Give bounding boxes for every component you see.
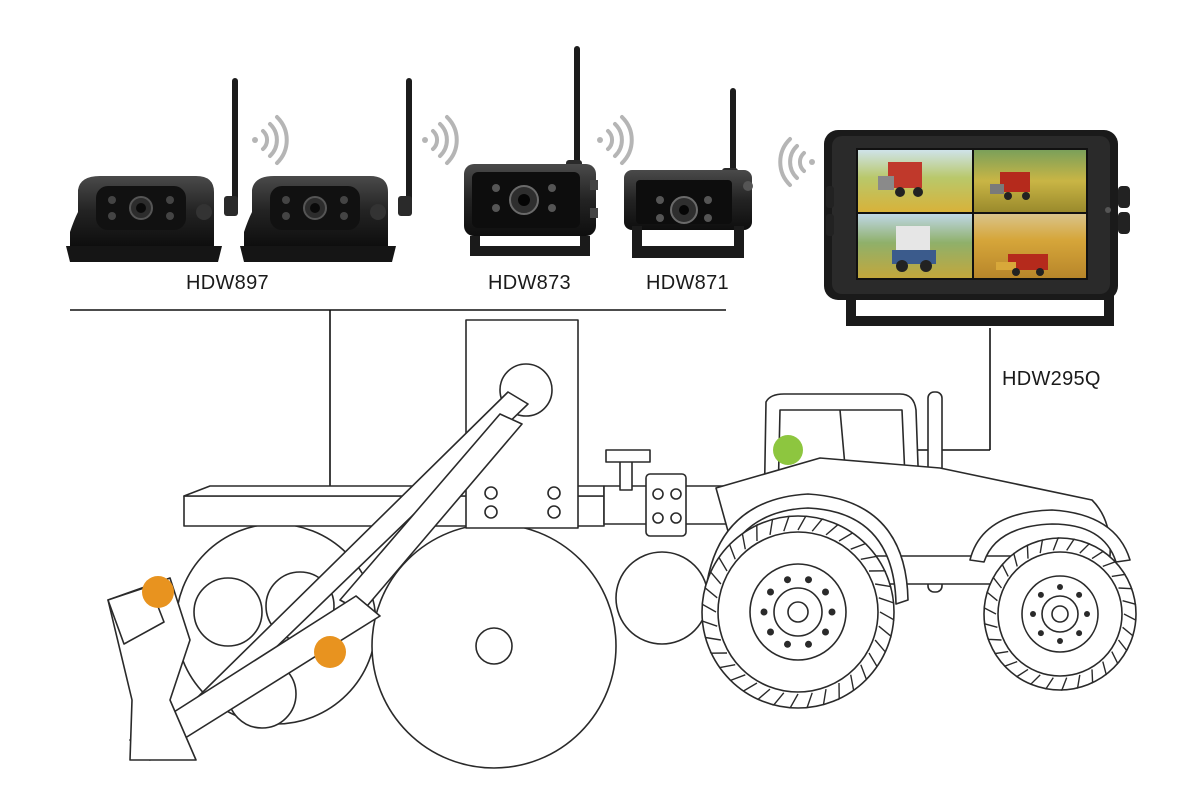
tread-lug xyxy=(741,533,746,550)
tread-lug xyxy=(825,524,839,536)
tread-lug xyxy=(992,576,1003,589)
tread-lug xyxy=(806,692,813,709)
lug-nut xyxy=(1057,638,1063,644)
implement-drawing xyxy=(107,319,755,769)
tread-lug xyxy=(710,571,722,585)
tread-lug xyxy=(1052,537,1060,551)
lug-nut xyxy=(1037,630,1044,637)
lug-nut xyxy=(760,608,768,616)
tyre-tread xyxy=(701,515,1137,709)
camera-hdw873 xyxy=(464,46,598,256)
tread-lug xyxy=(860,664,868,681)
lug-nut xyxy=(822,628,829,636)
tread-lug xyxy=(868,652,878,668)
tread-lug xyxy=(789,693,799,709)
camera-hdw897-left xyxy=(66,78,238,262)
tread-lug xyxy=(1091,669,1094,684)
tread-lug xyxy=(1003,660,1018,668)
tread-lug xyxy=(704,586,718,599)
tread-lug xyxy=(1044,677,1054,690)
camera-marker-rear-left xyxy=(142,576,174,608)
tread-lug xyxy=(878,597,895,604)
lug-nut xyxy=(767,628,774,636)
tread-lug xyxy=(860,555,877,560)
lug-nut xyxy=(1037,591,1044,598)
tread-lug xyxy=(729,674,746,682)
tread-lug xyxy=(728,543,736,560)
tread-lug xyxy=(874,583,892,588)
lug-nut xyxy=(1076,591,1083,598)
tread-lug xyxy=(783,515,790,532)
tread-lug xyxy=(1111,651,1119,665)
tread-lug xyxy=(1122,626,1134,637)
tread-lug xyxy=(983,622,998,628)
tread-lug xyxy=(718,556,728,572)
lug-nut xyxy=(805,576,812,584)
tread-lug xyxy=(1123,613,1137,622)
tread-lug xyxy=(1029,674,1041,686)
tread-lug xyxy=(1122,600,1137,606)
tread-lug xyxy=(1102,661,1108,676)
monitor-hdw295q xyxy=(824,130,1130,326)
tread-lug xyxy=(769,518,774,536)
model-label-hdw873: HDW873 xyxy=(488,272,571,294)
tread-lug xyxy=(704,636,722,641)
tread-lug xyxy=(797,515,807,531)
tread-lug xyxy=(719,664,736,669)
tread-lug xyxy=(1039,539,1044,554)
tread-lug xyxy=(874,639,886,653)
lug-nuts xyxy=(760,576,1090,648)
tread-lug xyxy=(1076,674,1081,689)
lug-nut xyxy=(784,640,791,648)
tread-lug xyxy=(1001,563,1009,577)
tread-lug xyxy=(987,638,1002,641)
lug-nut xyxy=(1030,611,1036,617)
lug-nut xyxy=(822,588,829,596)
tread-lug xyxy=(1026,544,1029,559)
model-label-hdw295q: HDW295Q xyxy=(1002,368,1101,390)
lug-nut xyxy=(1076,630,1083,637)
wifi-signal-icon xyxy=(252,115,815,187)
tread-lug xyxy=(1102,560,1117,568)
tread-lug xyxy=(850,542,867,550)
tread-lug xyxy=(757,688,771,700)
lug-nut xyxy=(767,588,774,596)
tread-lug xyxy=(1079,542,1091,554)
tread-lug xyxy=(822,688,827,706)
camera-hdw897-right xyxy=(240,78,412,262)
tread-lug xyxy=(701,603,717,613)
tread-lug xyxy=(878,625,892,638)
tread-lug xyxy=(1012,552,1018,567)
model-label-hdw871: HDW871 xyxy=(646,272,729,294)
tread-lug xyxy=(879,611,895,621)
tread-lug xyxy=(1066,538,1076,551)
tread-lug xyxy=(838,532,854,542)
lug-nut xyxy=(1057,584,1063,590)
camera-marker-rear-center xyxy=(314,636,346,668)
camera-hdw871 xyxy=(624,88,753,258)
tread-lug xyxy=(850,674,855,691)
tread-lug xyxy=(983,606,997,615)
tread-lug xyxy=(1060,677,1068,691)
lug-nut xyxy=(805,640,812,648)
tread-lug xyxy=(1118,587,1133,590)
camera-marker-cab xyxy=(773,435,803,465)
model-label-hdw897: HDW897 xyxy=(186,272,269,294)
lug-nut xyxy=(828,608,836,616)
tread-lug xyxy=(1091,550,1105,560)
tread-lug xyxy=(701,620,718,627)
tread-lug xyxy=(986,591,998,602)
tread-lug xyxy=(742,682,758,692)
tread-lug xyxy=(1111,573,1127,578)
lug-nut xyxy=(1084,611,1090,617)
lug-nut xyxy=(784,576,791,584)
tractor-drawing xyxy=(701,391,1137,709)
tread-lug xyxy=(811,518,824,532)
tread-lug xyxy=(1015,668,1029,678)
tread-lug xyxy=(772,692,785,706)
tread-lug xyxy=(993,650,1009,655)
tread-lug xyxy=(1117,639,1128,652)
